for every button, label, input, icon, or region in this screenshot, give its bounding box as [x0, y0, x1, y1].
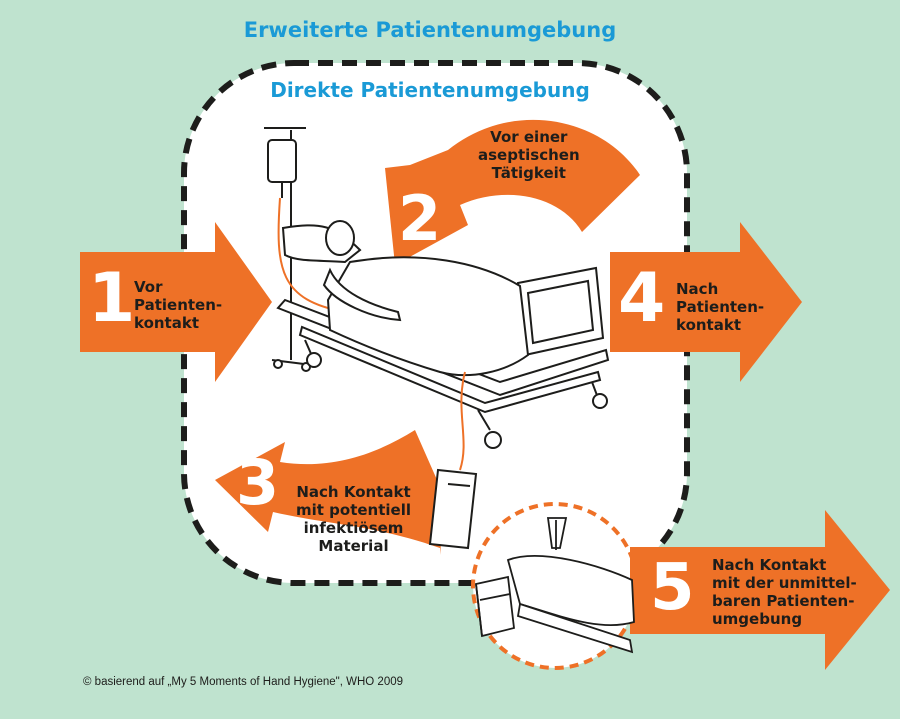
moment-5-number: 5 [650, 551, 695, 625]
moment-1-label: Vor Patienten- kontakt [134, 278, 223, 332]
drainage-bag [428, 468, 478, 550]
arrow-2 [385, 119, 640, 265]
patient-bed [276, 220, 610, 449]
outer-zone-title: Erweiterte Patientenumgebung [243, 18, 617, 42]
moment-2-number: 2 [398, 182, 442, 255]
moment-3-number: 3 [236, 446, 280, 519]
arrow-5 [630, 510, 890, 670]
moment-3-label: Nach Kontakt mit potentiell infektiösem … [296, 483, 411, 555]
moment-2-label: Vor einer aseptischen Tätigkeit [478, 128, 580, 182]
arrow-1 [80, 222, 272, 382]
iv-line [277, 197, 346, 313]
moment-4-number: 4 [618, 259, 666, 338]
catheter-line [459, 371, 466, 471]
moment-5-label: Nach Kontakt mit der unmittel- baren Pat… [712, 556, 857, 628]
moment-4-label: Nach Patienten- kontakt [676, 280, 765, 334]
inner-zone-title: Direkte Patientenumgebung [270, 78, 590, 102]
source-credit: © basierend auf „My 5 Moments of Hand Hy… [83, 676, 404, 688]
moment-1-number: 1 [88, 259, 136, 338]
surroundings-furniture [475, 517, 635, 654]
arrow-4 [610, 222, 802, 382]
arrow-3 [215, 430, 445, 555]
